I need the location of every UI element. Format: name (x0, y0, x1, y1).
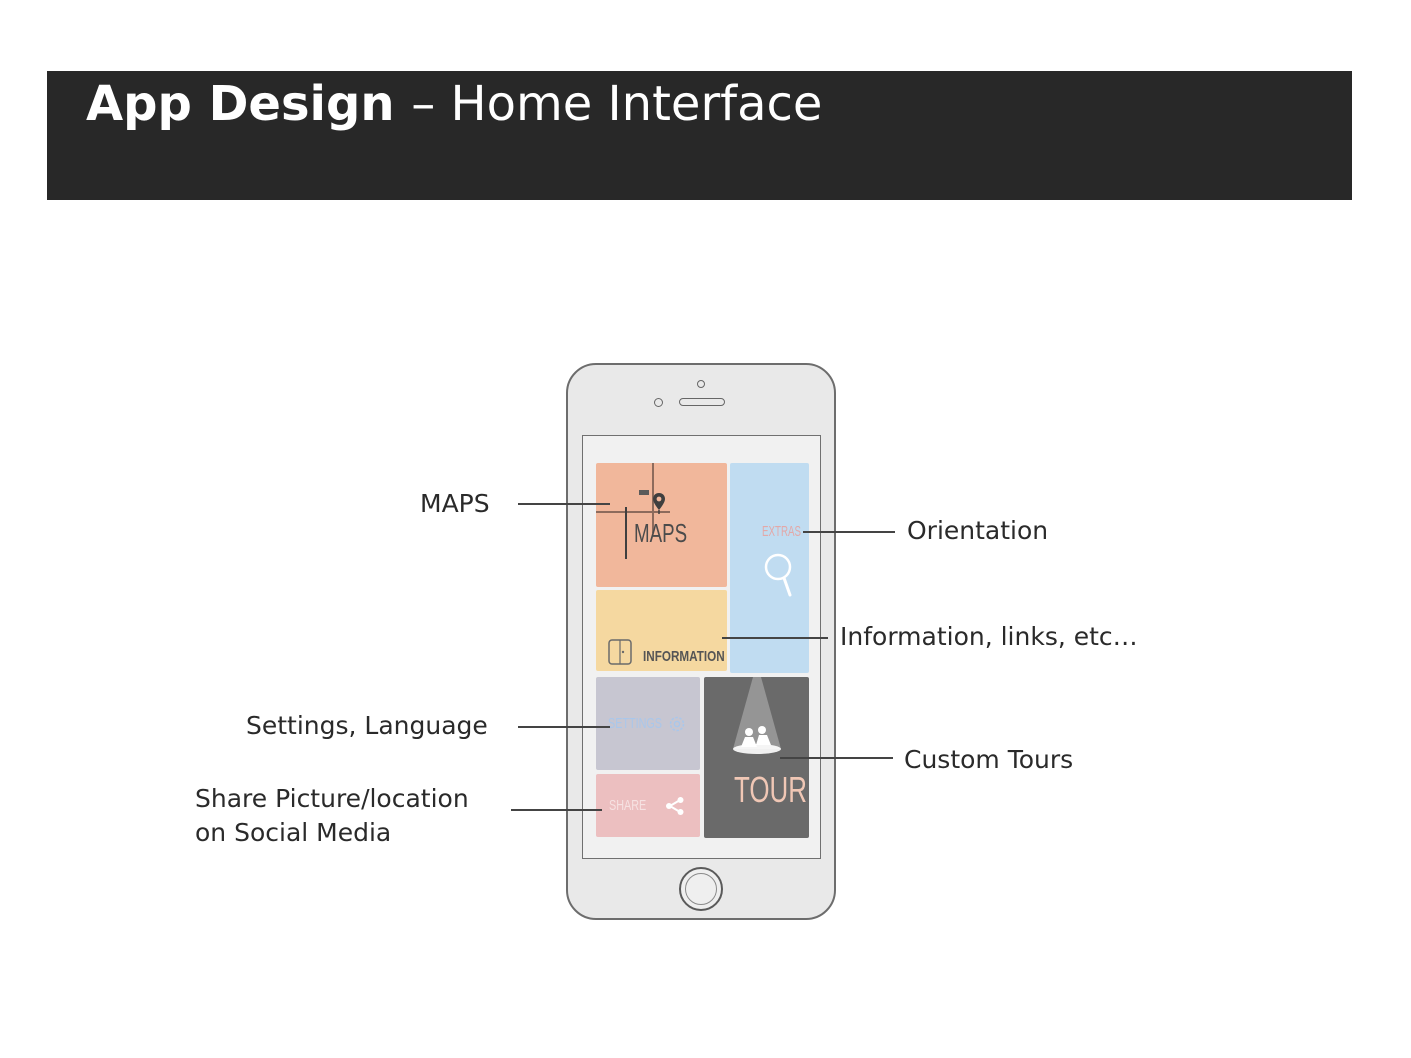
map-pin-icon (653, 493, 665, 514)
maps-tile-label: MAPS (634, 518, 688, 548)
map-building-icon (639, 490, 649, 495)
front-camera (654, 398, 663, 407)
share-tile-label: SHARE (609, 797, 647, 814)
extras-tile[interactable]: EXTRAS (730, 463, 809, 673)
map-street-line (596, 511, 670, 513)
information-tile[interactable]: INFORMATION (596, 590, 727, 671)
document-icon (608, 639, 632, 665)
title-bold: App Design (86, 76, 395, 132)
title-light: – Home Interface (411, 76, 823, 132)
spotlight-icon (733, 677, 781, 754)
magnifier-icon (764, 553, 792, 597)
leader-line-maps (518, 503, 610, 505)
annotation-orientation: Orientation (907, 516, 1049, 545)
annotation-maps: MAPS (420, 489, 490, 518)
map-street-line (625, 507, 627, 559)
settings-tile-label: SETTINGS (608, 715, 663, 732)
share-icon (666, 797, 684, 815)
annotation-custom-tours: Custom Tours (904, 745, 1074, 774)
slide-title: App Design – Home Interface (86, 74, 822, 134)
annotation-share-line1: Share Picture/location (195, 784, 469, 813)
leader-line-orientation (803, 531, 895, 533)
leader-line-settings (518, 726, 610, 728)
settings-tile[interactable]: SETTINGS (596, 677, 700, 770)
leader-line-information (722, 637, 828, 639)
gear-icon (669, 716, 685, 732)
sensor-dot (697, 380, 705, 388)
leader-line-custom-tours (780, 757, 893, 759)
annotation-settings: Settings, Language (246, 711, 488, 740)
annotation-information: Information, links, etc… (840, 622, 1138, 651)
home-button[interactable] (679, 867, 723, 911)
annotation-share-line2: on Social Media (195, 818, 392, 847)
extras-tile-label: EXTRAS (762, 523, 802, 540)
information-tile-label: INFORMATION (643, 648, 725, 665)
earpiece-speaker (679, 398, 725, 406)
map-street-line (652, 463, 654, 533)
maps-tile[interactable]: MAPS (596, 463, 727, 587)
leader-line-share (511, 809, 602, 811)
tour-tile-label: TOUR (734, 769, 807, 810)
share-tile[interactable]: SHARE (596, 774, 700, 837)
title-bar (47, 71, 1352, 200)
